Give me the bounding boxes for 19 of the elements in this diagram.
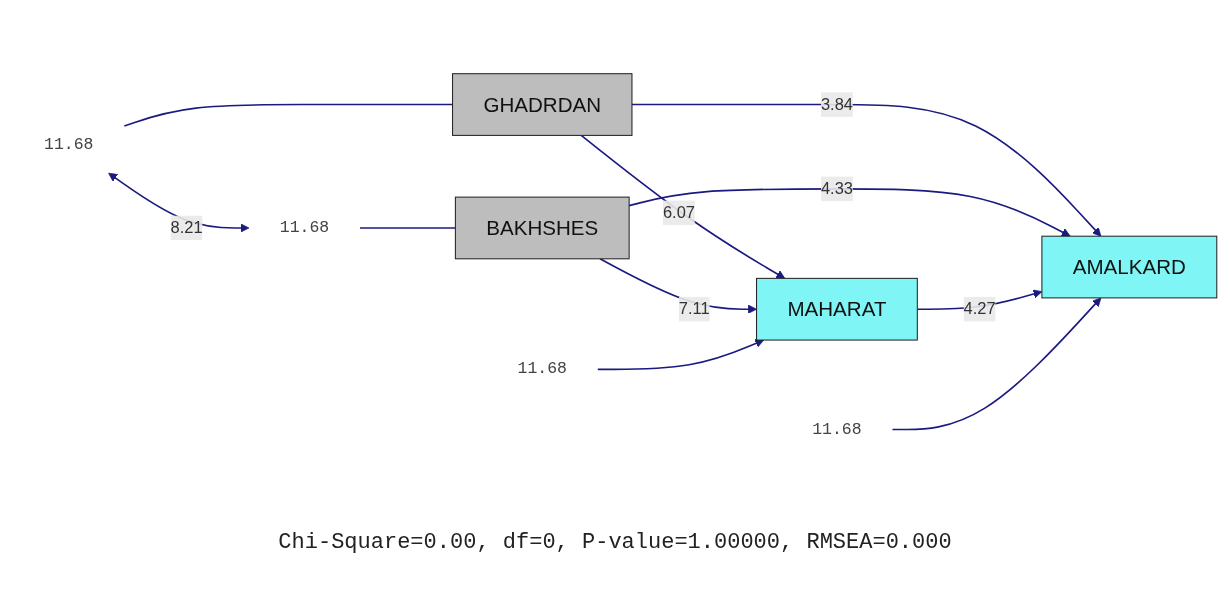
edge-label: 4.27 (963, 299, 996, 317)
arrow (597, 338, 765, 370)
edge-label: 4.33 (820, 179, 853, 197)
node-box: AMALKARD (1041, 235, 1218, 298)
edge-label: 7.11 (678, 299, 710, 317)
node-text: 11.68 (517, 359, 567, 379)
node-text: 11.68 (44, 135, 94, 154)
caption: Chi-Square=0.00, df=0, P-value=1.00000, RMSEA=0.000 (278, 530, 952, 555)
edge-label: 8.21 (170, 218, 203, 236)
node-box: BAKHSHES (454, 196, 630, 259)
node-box: MAHARAT (756, 277, 918, 341)
node-box: GHADRDAN (452, 72, 633, 136)
edge-label: 3.84 (820, 94, 853, 113)
node-text: 11.68 (279, 218, 330, 237)
arrow (580, 134, 786, 279)
arrow (631, 103, 1102, 237)
edge-label: 6.07 (662, 203, 695, 221)
arrow (891, 297, 1102, 430)
node-text: 11.68 (812, 419, 862, 439)
